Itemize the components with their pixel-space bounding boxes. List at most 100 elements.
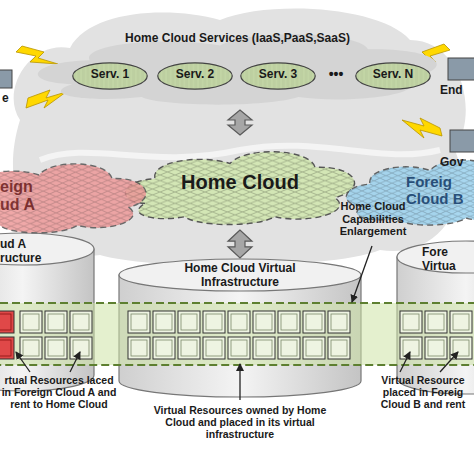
resource-square-inner <box>156 314 172 330</box>
oval-fill <box>356 63 430 89</box>
resource-square <box>45 337 67 359</box>
resource-square <box>128 337 150 359</box>
node-text: Foreig Cloud B <box>406 173 472 208</box>
cylinder-body <box>397 257 474 394</box>
resource-square-inner <box>156 340 172 356</box>
resource-square-inner <box>231 340 247 356</box>
node-text: Serv. N <box>355 68 431 82</box>
resource-square-inner <box>0 314 11 330</box>
node-text: Serv. 2 <box>157 68 233 82</box>
node-text: Home Cloud Services (IaaS,PaaS,SaaS) <box>20 32 455 46</box>
resource-square-inner <box>181 340 197 356</box>
node-text: Serv. 3 <box>240 68 316 82</box>
cloud-outline <box>0 164 146 233</box>
cylinder-top <box>0 233 94 265</box>
node-text: Fore Virtua <box>422 246 472 274</box>
double-arrow <box>228 110 252 135</box>
resource-square <box>0 311 14 333</box>
resource-square <box>178 337 200 359</box>
cylinder-top <box>119 259 361 291</box>
resource-square-inner <box>181 314 197 330</box>
oval-fill <box>73 63 147 89</box>
service-oval: Serv. 1 <box>72 62 148 90</box>
resource-square <box>70 311 92 333</box>
resource-square-inner <box>403 314 419 330</box>
resource-square <box>400 337 422 359</box>
service-oval: Serv. 3 <box>240 62 316 90</box>
resource-square-inner <box>23 340 39 356</box>
resource-square-inner <box>48 340 64 356</box>
annotation-label: End <box>440 84 474 98</box>
resource-square <box>20 337 42 359</box>
resource-square <box>278 337 300 359</box>
resource-square-inner <box>306 340 322 356</box>
node-text: Home Cloud Virtual Infrastructure <box>155 262 325 290</box>
leader-line <box>440 352 458 372</box>
computer-icon <box>0 70 12 88</box>
annotation-label: Home Cloud Capabilities Enlargement <box>326 200 420 238</box>
oval-outline <box>158 63 232 89</box>
resource-square <box>253 337 275 359</box>
resource-square <box>228 311 250 333</box>
resource-square-inner <box>428 340 444 356</box>
oval-outline <box>356 63 430 89</box>
node-text: ud A ructure <box>0 238 60 266</box>
annotation-label: Gov <box>440 156 474 170</box>
resource-square <box>203 337 225 359</box>
double-arrow <box>228 230 252 258</box>
resource-square-inner <box>131 340 147 356</box>
resource-square-inner <box>48 314 64 330</box>
oval-fill <box>158 63 232 89</box>
computer-icon <box>448 58 474 80</box>
oval-outline <box>241 63 315 89</box>
resource-square <box>425 337 447 359</box>
resource-square-inner <box>453 340 469 356</box>
resource-square-inner <box>428 314 444 330</box>
resource-square-inner <box>281 340 297 356</box>
leader-line <box>400 352 410 372</box>
resource-square <box>20 311 42 333</box>
leader-line <box>239 364 240 400</box>
node-text: Serv. 1 <box>72 68 148 82</box>
cloud-fill <box>0 164 146 233</box>
resource-square-inner <box>0 340 11 356</box>
resource-square <box>328 337 350 359</box>
resource-square <box>450 311 472 333</box>
resource-square <box>450 337 472 359</box>
resource-square <box>203 311 225 333</box>
resource-square <box>328 311 350 333</box>
resource-square-inner <box>403 340 419 356</box>
resource-square <box>128 311 150 333</box>
lightning-bolt <box>26 90 66 108</box>
resource-square-inner <box>256 340 272 356</box>
resource-square <box>228 337 250 359</box>
resource-square <box>70 337 92 359</box>
resource-square-inner <box>206 340 222 356</box>
cylinder-top <box>397 241 474 273</box>
computer-icon <box>450 130 474 152</box>
resource-square <box>0 337 14 359</box>
enlargement-band <box>0 303 474 365</box>
annotation-label: ••• <box>318 66 354 82</box>
sky-cloud <box>13 9 466 266</box>
resource-square-inner <box>73 314 89 330</box>
resource-square-inner <box>231 314 247 330</box>
resource-square-inner <box>306 314 322 330</box>
service-oval: Serv. 2 <box>157 62 233 90</box>
oval-outline <box>73 63 147 89</box>
resource-square <box>425 311 447 333</box>
lightning-bolt <box>402 118 442 138</box>
annotation-label: Virtual Resource placed in Foreig Cloud … <box>372 374 474 410</box>
resource-square-inner <box>23 314 39 330</box>
oval-fill <box>241 63 315 89</box>
leader-line <box>352 246 372 302</box>
annotation-label: Virtual Resources owned by Home Cloud an… <box>140 404 340 440</box>
home-cloud: Home Cloud <box>115 135 365 230</box>
resource-square-inner <box>453 314 469 330</box>
annotation-label: rtual Resources laced in Foreign Cloud A… <box>0 374 118 410</box>
foreign-cloud: eign ud A <box>0 148 155 238</box>
service-oval: Serv. N <box>355 62 431 90</box>
resource-square-inner <box>256 314 272 330</box>
resource-square <box>253 311 275 333</box>
resource-square-inner <box>281 314 297 330</box>
